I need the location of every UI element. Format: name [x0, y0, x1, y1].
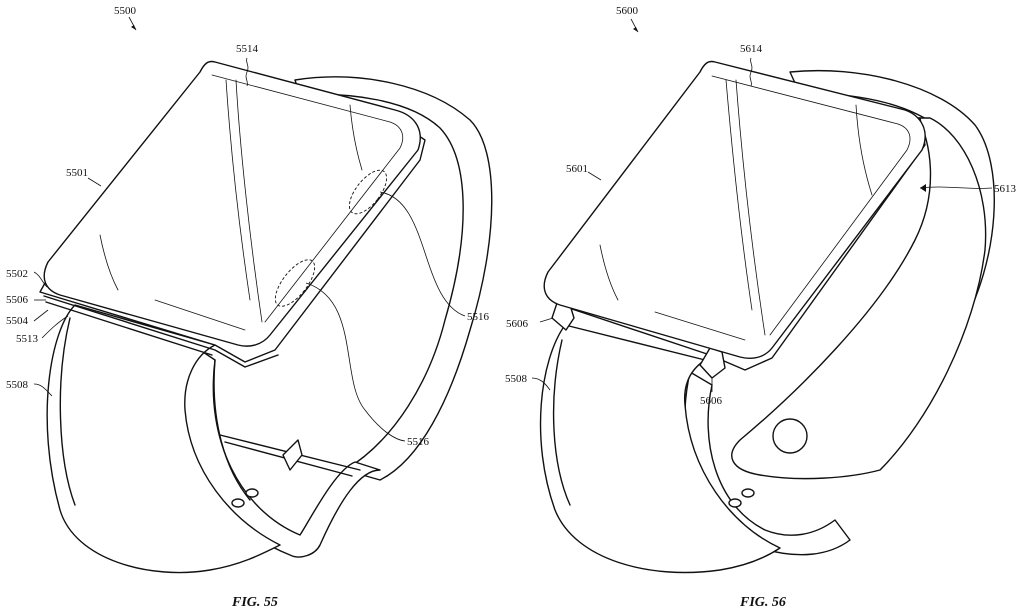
- ref-5606-right: 5606: [700, 395, 723, 407]
- ref-5516-lower: 5516: [407, 436, 430, 448]
- band-hole: [741, 488, 755, 498]
- band-hole: [728, 498, 742, 508]
- ref-5502: 5502: [6, 268, 28, 280]
- ref-5613: 5613: [994, 183, 1017, 195]
- ref-5513: 5513: [16, 333, 39, 345]
- band-inner-strap: [213, 359, 251, 501]
- band-hole: [231, 498, 245, 508]
- device-top-face: [543, 60, 926, 359]
- figure-56: 5600 5614 5601 5613 5606 5606 5508 FIG. …: [505, 5, 1017, 610]
- lug-connector: [699, 347, 726, 379]
- ref-5600: 5600: [616, 5, 639, 17]
- ref-5606-left: 5606: [506, 318, 529, 330]
- band-keeper-pin: [282, 439, 303, 471]
- band-front-strap: [539, 324, 781, 574]
- figure-caption: FIG. 55: [231, 595, 278, 610]
- band-tucked-strap: [731, 117, 987, 480]
- ref-5504: 5504: [6, 315, 29, 327]
- band-front-strap: [46, 304, 281, 574]
- device-top-face: [43, 60, 421, 347]
- band-back-loop: [294, 76, 493, 481]
- ref-5516-upper: 5516: [467, 311, 490, 323]
- ref-5506: 5506: [6, 294, 29, 306]
- ref-5508: 5508: [505, 373, 528, 385]
- sensor-outline: [348, 169, 388, 215]
- figure-55: 5500 5514 5501 5502 5506 5504 5513 5508 …: [6, 5, 493, 610]
- figure-caption: FIG. 56: [739, 595, 786, 610]
- sensor-outline: [274, 259, 316, 307]
- ref-5614: 5614: [740, 43, 763, 55]
- ref-5601: 5601: [566, 163, 588, 175]
- ref-5514: 5514: [236, 43, 259, 55]
- ref-5500: 5500: [114, 5, 137, 17]
- band-button: [772, 418, 808, 454]
- ref-5501: 5501: [66, 167, 88, 179]
- band-hole: [245, 488, 259, 498]
- ref-5508: 5508: [6, 379, 29, 391]
